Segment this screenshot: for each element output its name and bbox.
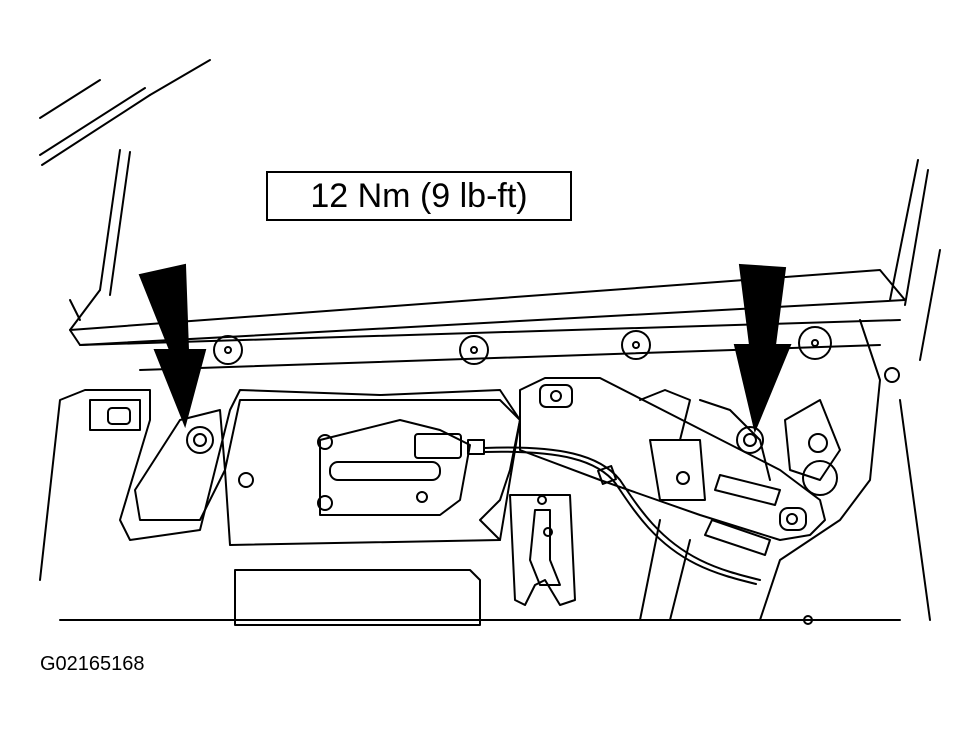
bolt-right [736,426,764,454]
window-frame-lines [39,59,941,361]
panel-holes [213,326,900,625]
torque-label: 12 Nm (9 lb-ft) [266,171,572,221]
arrow-right [733,263,792,434]
window-guide-channel [639,389,771,621]
latch-bracket [509,494,576,606]
regulator-arm [519,377,826,556]
arrow-left [138,263,207,429]
regulator-bracket [224,399,521,546]
figure-id: G02165168 [40,653,145,675]
cable [483,446,761,585]
bolt-left [186,426,214,454]
